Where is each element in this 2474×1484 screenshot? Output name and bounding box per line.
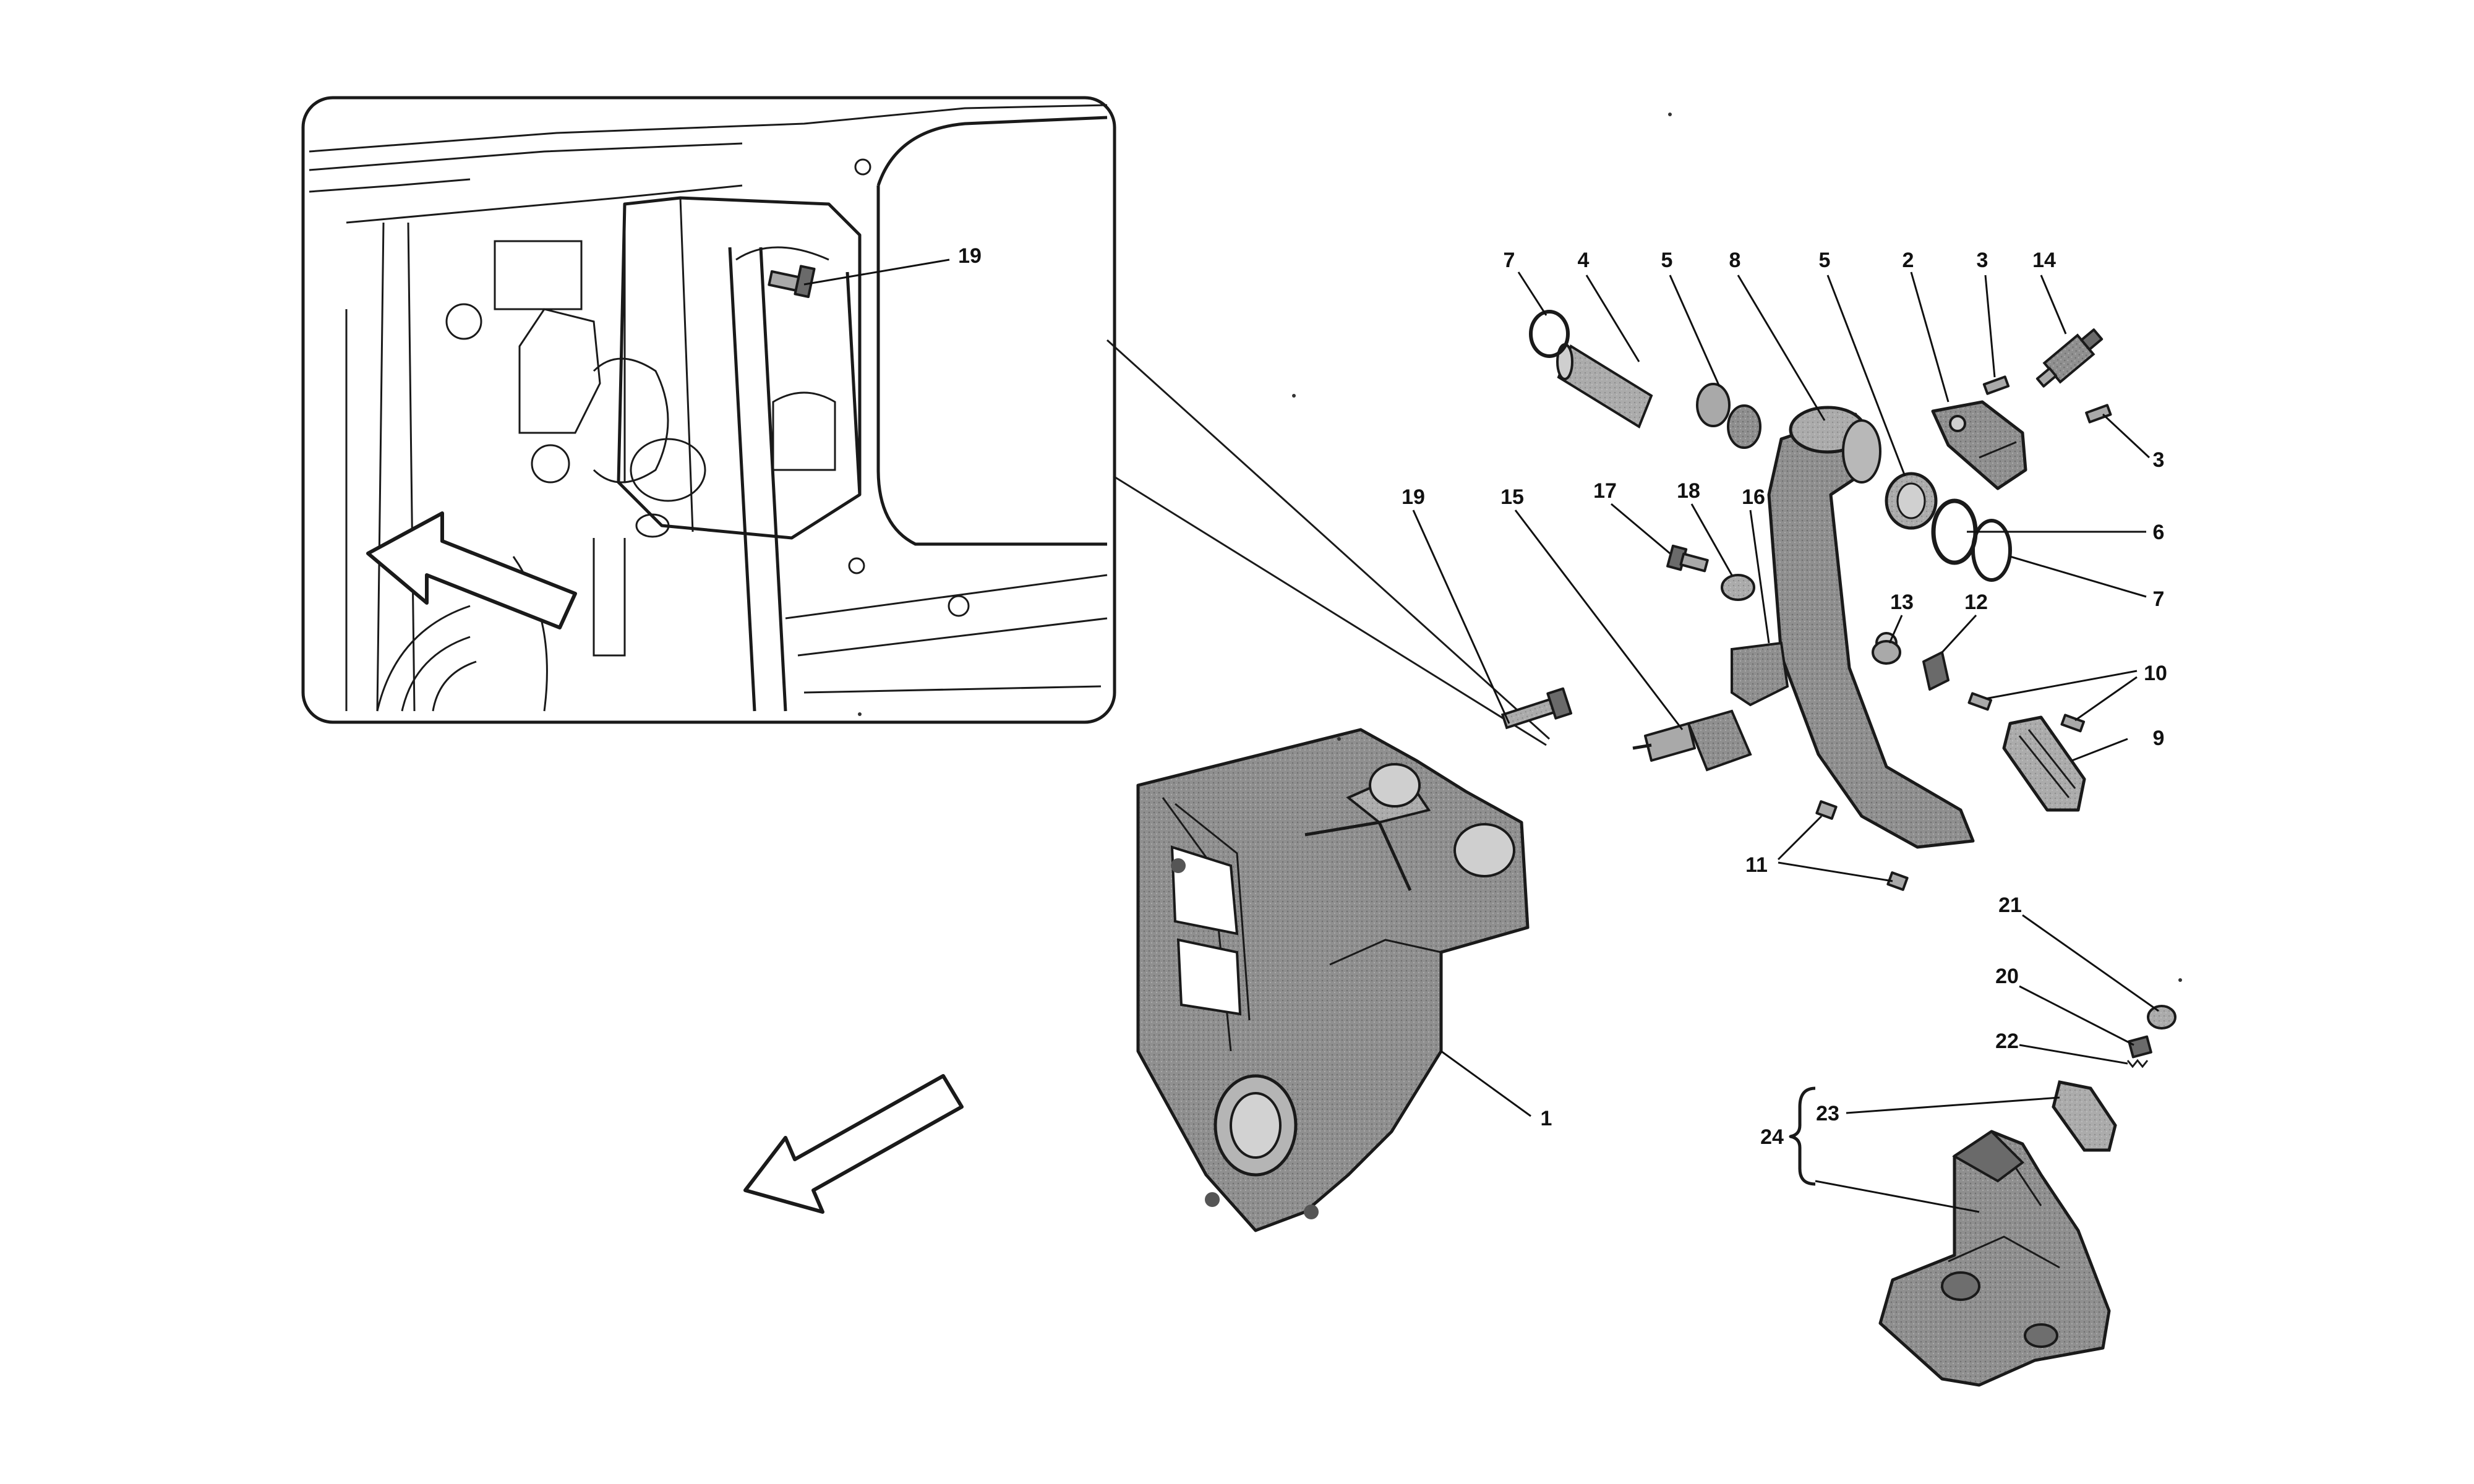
callout-24: 24 [1760,1125,1784,1149]
callout-10: 10 [2144,662,2167,685]
clip-12 [1922,651,1950,691]
callout-21: 21 [1998,893,2022,917]
position-sensor [1632,709,1752,772]
seal-ring-7-right [1971,519,2012,582]
inset-direction-arrow [366,511,577,629]
inset-leader-line-upper [1106,339,1551,740]
callout-3-lower: 3 [2153,448,2165,472]
callout-1: 1 [1541,1107,1552,1130]
callout-8: 8 [1729,249,1741,272]
accelerator-pedal-assembly [1878,1080,2117,1387]
callout-6: 6 [2153,521,2165,544]
bushing-5-right [1885,472,1938,530]
pedal-switch [2035,328,2104,388]
callout-18: 18 [1677,479,1700,503]
inset-vehicle-view [301,96,1116,724]
callout-22: 22 [1995,1030,2019,1053]
callout-labels: 7 4 5 8 5 2 3 14 3 6 7 19 15 17 18 16 13… [958,244,2167,1149]
seal-ring-7-left [1529,310,1570,358]
sensor-bracket [1931,400,2027,490]
screw-17 [1666,544,1709,573]
callout-7-upper: 7 [1504,249,1515,272]
callout-13: 13 [1890,591,1914,614]
callout-5-left: 5 [1661,249,1673,272]
callout-9: 9 [2153,727,2165,750]
screw-10-upper [1967,692,1993,711]
screw-3-lower [2085,404,2112,424]
callout-23: 23 [1816,1102,1839,1125]
scan-specks [858,113,2182,982]
cap-21 [2147,1005,2177,1030]
pedal-box-bracket [1136,728,1530,1232]
inset-bolt-19 [768,265,816,298]
callout-14: 14 [2032,249,2056,272]
clutch-pedal-arm [1767,406,1975,849]
pivot-shaft [1556,343,1653,429]
callout-leaders [803,258,2159,1213]
callout-3-upper: 3 [1977,249,1988,272]
callout-17: 17 [1593,479,1617,503]
callout-4: 4 [1578,249,1590,272]
spring-22 [2126,1059,2149,1068]
bushing-5-left [1696,383,1761,449]
nut-11-lower [1886,871,1909,891]
callout-brace-24 [1789,1086,1816,1186]
spacer-18 [1721,574,1755,601]
inset-line-art [309,104,1108,712]
bolt-19 [1500,687,1573,730]
callout-7-lower: 7 [2153,587,2165,611]
sensor-bracket-16 [1731,641,1789,707]
callout-15: 15 [1500,485,1524,509]
screw-3-upper [1982,375,2010,395]
inset-leader-line-lower [1113,475,1547,746]
callout-11: 11 [1745,853,1768,877]
callout-12: 12 [1964,591,1988,614]
callout-16: 16 [1742,485,1765,509]
pedal-pad [2002,715,2086,812]
nut-13 [1872,640,1901,665]
bolt-20 [2128,1035,2152,1059]
callout-5-right: 5 [1819,249,1831,272]
callout-19-inset: 19 [958,244,982,268]
callout-19-main: 19 [1402,485,1425,509]
screw-10-lower [2060,714,2086,733]
callout-2: 2 [1903,249,1914,272]
callout-20: 20 [1995,965,2019,988]
nut-11-upper [1815,800,1838,820]
front-direction-arrow [743,1074,964,1214]
